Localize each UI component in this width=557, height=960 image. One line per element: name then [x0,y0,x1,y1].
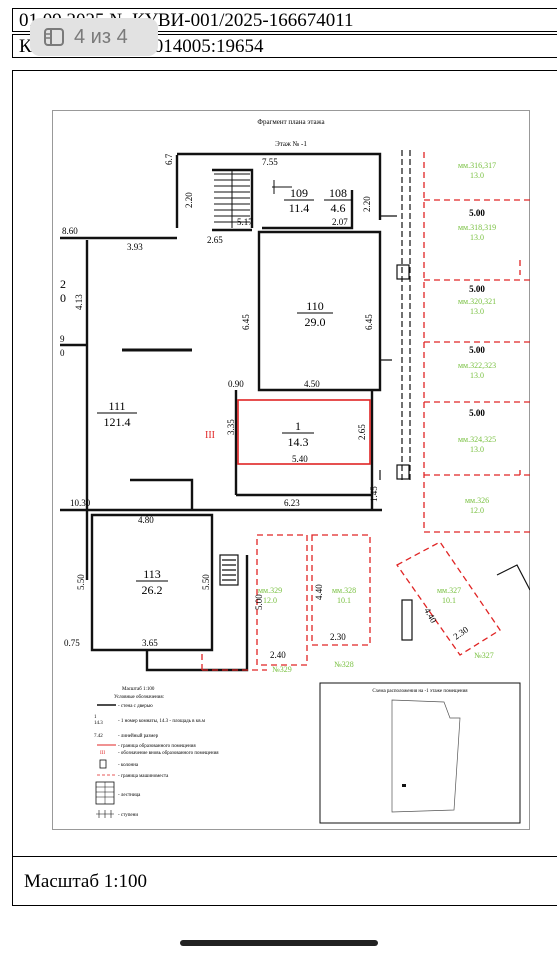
dim-label: 6.7 [164,153,174,165]
parking-328-label: мм.328 [332,586,356,595]
parking-327-label: мм.327 [437,586,461,595]
room-111-number: 111 [108,399,125,413]
dim-label: 5.40 [292,454,308,464]
parking-dim: 5.00 [469,208,485,218]
dim-label: 6.45 [241,314,251,330]
legend-item: - лестница [118,793,141,798]
legend-item: - стена с дверью [118,704,153,709]
dim-label: 2.20 [184,192,194,208]
dim-label: 4.40 [314,584,324,600]
room-108-number: 108 [329,186,347,200]
dim-label: 4.80 [138,515,154,525]
dim-label: 5.00 [254,594,264,610]
dim-label: 3.65 [142,638,158,648]
dim-label: 2.40 [270,650,286,660]
plan-title: Фрагмент плана этажа [257,118,325,126]
room-109-number: 109 [290,186,308,200]
parking-329-no: №329 [272,665,292,674]
legend-item: - граница машиноместа [118,774,169,779]
room-1-number: 1 [295,419,301,433]
legend-sample-iii: III [100,751,105,756]
room-1-area: 14.3 [288,435,309,449]
room-110-number: 110 [306,299,324,313]
parking-328-no: №328 [334,660,354,669]
room-1-boundary [237,399,371,465]
parking-area: 13.0 [470,445,484,454]
dim-label: 4.50 [304,379,320,389]
dim-label: 8.60 [62,226,78,236]
home-indicator[interactable] [180,940,378,946]
dim-label: 5.50 [76,574,86,590]
parking-label: мм.316,317 [458,161,496,170]
room-110-area: 29.0 [305,315,326,329]
plan-floor: Этаж № -1 [275,140,307,148]
document-frame [12,70,557,906]
dim-label: 3.35 [226,419,236,435]
pages-icon [44,28,64,46]
footer-scale: Масштаб 1:100 [12,856,557,906]
dim-label: 2.65 [207,235,223,245]
parking-area: 13.0 [470,233,484,242]
dim-label: 6.23 [284,498,300,508]
parking-area: 13.0 [470,371,484,380]
scheme-title: Схема расположения на -1 этаже помещения [372,689,468,694]
dim-label: 1.45 [369,486,379,502]
floor-plan-drawing: Фрагмент плана этажа Этаж № -1 [52,110,531,830]
dim-label: 6.45 [364,314,374,330]
dim-label: 2.20 [362,196,372,212]
dim-label: 2.65 [357,424,367,440]
legend-item: - линейный размер [118,734,159,739]
dim-label: 2 [60,277,66,291]
parking-area: 13.0 [470,307,484,316]
legend-scale: Масштаб 1:100 [122,687,155,692]
dim-label: 3.93 [127,242,143,252]
parking-label: мм.318,319 [458,223,496,232]
room-111-area: 121.4 [104,415,131,429]
parking-label: мм.322,323 [458,361,496,370]
parking-label: мм.320,321 [458,297,496,306]
floor-plan: Фрагмент плана этажа Этаж № -1 [52,110,531,830]
legend-sample-number: 1 [94,715,97,720]
legend-heading: Условные обозначения: [114,695,164,700]
parking-area: 13.0 [470,171,484,180]
dim-label: 2.07 [332,217,348,227]
dim-label: 0 [60,291,66,305]
legend-item: - 1 номер комнаты, 14.3 - площадь в кв.м [118,719,206,724]
legend-item: - колонна [118,763,139,768]
legend-item: - граница образованного помещения [118,744,196,749]
parking-329-area: 12.0 [263,596,277,605]
dim-label: 5.17 [237,217,253,227]
dim-label: 2.30 [330,632,346,642]
room-108-area: 4.6 [331,201,346,215]
room-113-number: 113 [143,567,161,581]
room-marker-iii: III [205,430,215,441]
legend-sample-area: 14.3 [94,721,103,726]
parking-328-area: 10.1 [337,596,351,605]
parking-label: мм.324,325 [458,435,496,444]
legend-sample-dim: 7.42 [94,734,103,739]
room-109-area: 11.4 [289,201,310,215]
dim-label: 0.75 [64,638,80,648]
parking-dim: 5.00 [469,284,485,294]
parking-dim: 5.00 [469,408,485,418]
parking-327-area: 10.1 [442,596,456,605]
legend-item: - ступени [118,813,138,818]
parking-dim: 5.00 [469,345,485,355]
page-counter-label: 4 из 4 [74,25,128,48]
dim-label: 10.30 [70,498,91,508]
dim-label: 5.50 [201,574,211,590]
dim-label: 9 [60,334,65,344]
legend-item: - обозначение вновь образованного помеще… [118,751,219,756]
scheme-box [319,682,521,824]
parking-label: мм.326 [465,496,489,505]
room-113-area: 26.2 [142,583,163,597]
page-counter-badge[interactable]: 4 из 4 [30,18,158,56]
parking-area: 12.0 [470,506,484,515]
dim-label: 0.90 [228,379,244,389]
dim-label: 0 [60,348,65,358]
dim-label: 4.13 [74,294,84,310]
parking-327-no: №327 [474,651,494,660]
dim-label: 7.55 [262,157,278,167]
parking-329-label: мм.329 [258,586,282,595]
